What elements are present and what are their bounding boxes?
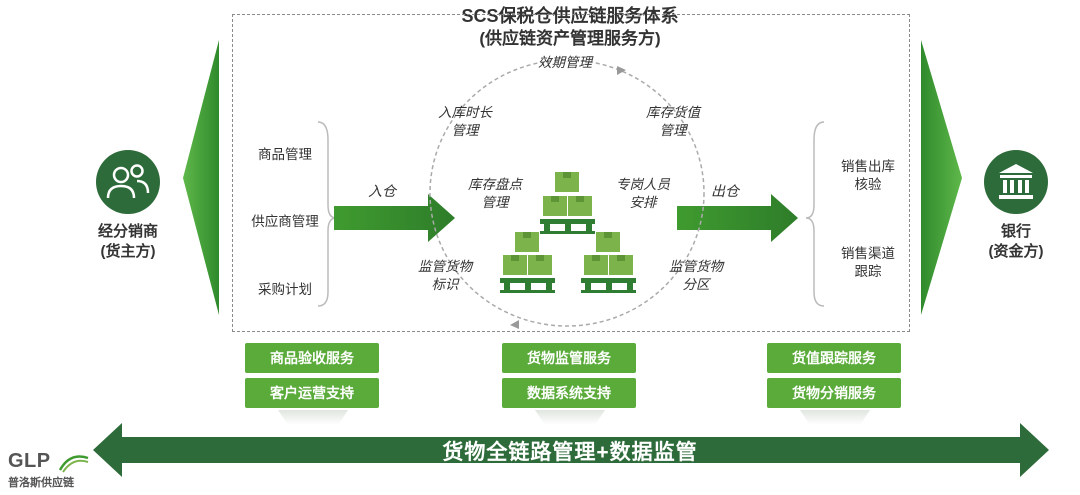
service-shadow bbox=[800, 410, 870, 425]
left-flow-triangle bbox=[183, 40, 219, 315]
cycle-label-line: 入库时长 bbox=[438, 105, 492, 120]
cycle-label-line: 管理 bbox=[451, 122, 479, 138]
people-icon bbox=[96, 150, 160, 214]
cycle-label-line: 管理 bbox=[481, 194, 509, 210]
people-icon-glyph bbox=[106, 164, 150, 199]
left-item-procurement: 采购计划 bbox=[258, 282, 312, 297]
distributor-name: 经分销商 bbox=[97, 223, 158, 240]
bank-icon bbox=[984, 150, 1048, 214]
glp-logo-swoosh bbox=[58, 455, 89, 471]
cycle-lower-right: 监管货物 分区 bbox=[656, 258, 736, 293]
in-warehouse-label: 入仓 bbox=[368, 183, 396, 199]
bottom-arrow-label: 货物全链路管理+数据监管 bbox=[442, 441, 698, 464]
bank-role: (资金方) bbox=[988, 243, 1044, 261]
right-item-sales-outbound: 销售出库 核验 bbox=[828, 158, 908, 194]
cycle-label-line: 监管货物 bbox=[669, 259, 723, 274]
cycle-inner-left: 库存盘点 管理 bbox=[455, 176, 535, 211]
left-item-product: 商品管理 bbox=[258, 147, 312, 162]
bottom-double-arrow bbox=[93, 423, 1049, 477]
left-item-supplier: 供应商管理 bbox=[251, 214, 319, 229]
diagram-title: SCS保税仓供应链服务体系 bbox=[461, 6, 679, 26]
cargo-boxes-icon bbox=[500, 172, 636, 293]
cycle-arrowhead bbox=[617, 66, 626, 75]
service-data-system: 数据系统支持 bbox=[502, 378, 636, 408]
glp-logo-subtext: 普洛斯供应链 bbox=[8, 477, 74, 489]
out-warehouse-label: 出仓 bbox=[711, 183, 739, 199]
cycle-label-line: 监管货物 bbox=[418, 259, 472, 274]
glp-logo-text: GLP bbox=[8, 450, 51, 472]
cycle-label-line: 分区 bbox=[682, 276, 710, 292]
right-item-line: 销售渠道 bbox=[841, 246, 895, 261]
cycle-label-line: 安排 bbox=[629, 194, 657, 210]
cycle-upper-left: 入库时长 管理 bbox=[425, 104, 505, 139]
service-shadow bbox=[535, 410, 605, 425]
service-product-inspection: 商品验收服务 bbox=[245, 343, 379, 373]
service-system-frame bbox=[232, 14, 910, 332]
cycle-label-line: 库存盘点 bbox=[468, 177, 522, 192]
bank-label: 银行 (资金方) bbox=[966, 222, 1066, 263]
service-shadow bbox=[278, 410, 348, 425]
service-distribution: 货物分销服务 bbox=[767, 378, 901, 408]
cycle-label-line: 专岗人员 bbox=[616, 177, 670, 192]
cycle-label-line: 标识 bbox=[431, 276, 459, 292]
right-flow-triangle bbox=[921, 40, 962, 315]
cycle-label-line: 管理 bbox=[659, 122, 687, 138]
diagram-subtitle: (供应链资产管理服务方) bbox=[479, 29, 661, 48]
right-bracket bbox=[805, 121, 825, 307]
in-arrow bbox=[334, 194, 455, 242]
cycle-arrowhead bbox=[510, 320, 519, 329]
right-item-channel-tracking: 销售渠道 跟踪 bbox=[828, 245, 908, 281]
service-value-tracking: 货值跟踪服务 bbox=[767, 343, 901, 373]
management-cycle bbox=[429, 59, 705, 327]
cycle-lower-left: 监管货物 标识 bbox=[405, 258, 485, 293]
cycle-label-line: 库存货值 bbox=[646, 105, 700, 120]
bank-name: 银行 bbox=[1000, 223, 1031, 240]
distributor-role: (货主方) bbox=[100, 243, 156, 261]
cycle-upper-right: 库存货值 管理 bbox=[633, 104, 713, 139]
cycle-inner-right: 专岗人员 安排 bbox=[603, 176, 683, 211]
right-item-line: 销售出库 bbox=[841, 159, 895, 174]
right-item-line: 核验 bbox=[854, 177, 882, 193]
service-customer-ops: 客户运营支持 bbox=[245, 378, 379, 408]
service-cargo-supervision: 货物监管服务 bbox=[502, 343, 636, 373]
distributor-label: 经分销商 (货主方) bbox=[78, 222, 178, 263]
cycle-top-label: 效期管理 bbox=[538, 55, 592, 70]
right-item-line: 跟踪 bbox=[854, 264, 882, 280]
bank-icon-glyph bbox=[999, 164, 1033, 199]
out-arrow bbox=[677, 194, 798, 242]
